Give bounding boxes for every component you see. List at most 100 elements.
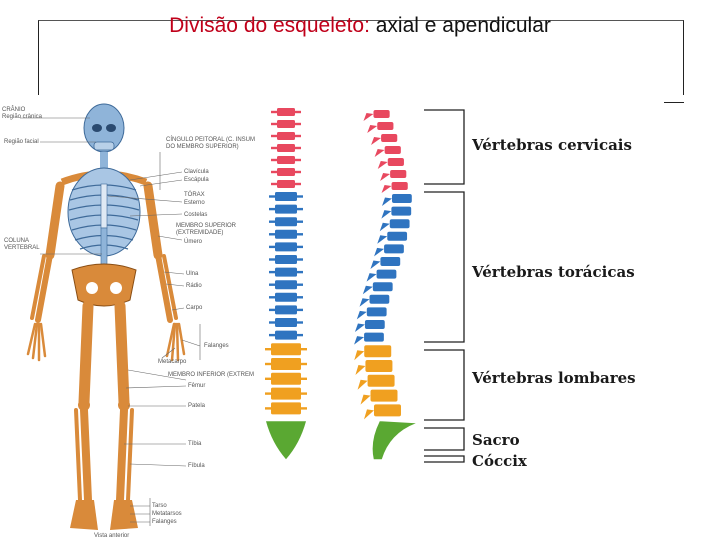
vertebra-side: [373, 110, 390, 118]
vertebra-spinous-process: [377, 161, 388, 169]
vertebra-spinous-process: [359, 298, 370, 307]
vertebra-side: [364, 320, 385, 329]
vertebra-spinous-process: [374, 247, 385, 257]
label-radio: Rádio: [186, 283, 202, 289]
vertebra-process: [269, 220, 303, 223]
vertebra-side: [369, 294, 390, 304]
title-highlight: Divisão do esqueleto:: [169, 14, 370, 37]
vertebra-side: [391, 206, 412, 216]
label-patela: Patela: [188, 403, 206, 409]
vertebra-side: [370, 389, 398, 402]
label-cranio: CRÂNIO: [2, 107, 26, 113]
vertebra-process: [269, 321, 303, 324]
vertebra-side: [365, 360, 393, 372]
vertebra-side: [373, 404, 401, 417]
sacrum-side: [372, 421, 416, 460]
vertebra-spinous-process: [381, 185, 392, 193]
label-carpo: Carpo: [186, 305, 203, 311]
label-vista: Vista anterior: [94, 533, 130, 539]
vertebra-process: [265, 392, 307, 395]
sacrum-front: [266, 421, 306, 460]
label-membro-sup: MEMBRO SUPERIOR: [176, 223, 237, 229]
label-vertebral: VERTEBRAL: [4, 245, 40, 251]
label-tarso: Tarso: [152, 503, 167, 509]
vertebra-side: [366, 307, 387, 317]
frame-corner: [664, 102, 684, 103]
vertebra-spinous-process: [354, 336, 365, 345]
vertebra-process: [269, 308, 303, 312]
spine-side-view: [354, 110, 416, 460]
label-clavicula: Clavícula: [184, 169, 209, 175]
vertebra-process: [269, 333, 303, 337]
vertebra-process: [271, 158, 301, 162]
vertebra-spinous-process: [357, 379, 368, 390]
vertebra-process: [271, 110, 301, 114]
vertebra-spinous-process: [380, 173, 391, 181]
vertebra-spinous-process: [379, 222, 390, 232]
vertebra-side: [381, 134, 398, 142]
vertebra-process: [271, 170, 301, 174]
vertebra-spinous-process: [363, 113, 374, 121]
vertebra-spinous-process: [363, 409, 374, 420]
region-label-toracica: Vértebras torácicas: [472, 263, 635, 281]
vertebra-process: [265, 407, 307, 410]
vertebra-process: [271, 146, 301, 150]
label-cingulo: CÍNGULO PEITORAL (C. INSUM: [166, 137, 256, 143]
label-escapula: Escápula: [184, 177, 209, 183]
vertebra-process: [271, 134, 301, 138]
vertebra-side: [380, 257, 401, 266]
vertebra-side: [384, 244, 404, 254]
label-torax: TÓRAX: [184, 192, 205, 198]
vertebra-process: [269, 283, 303, 286]
vertebra-side: [364, 345, 392, 358]
title-rest: axial e apendicular: [369, 14, 551, 37]
vertebra-process: [265, 362, 307, 366]
spine-front-view: [265, 108, 307, 460]
label-metatarso: Metatarsos: [152, 511, 182, 517]
vertebra-spinous-process: [362, 285, 373, 295]
label-umero: Úmero: [184, 239, 203, 245]
vertebra-process: [269, 296, 303, 299]
label-tibia: Tíbia: [188, 441, 202, 447]
label-falanges: Falanges: [204, 343, 229, 349]
vertebra-process: [269, 233, 303, 236]
vertebra-process: [269, 207, 303, 211]
region-label-coccix: Cóccix: [472, 452, 527, 470]
title-frame: [37, 20, 685, 105]
skeleton-figure: [26, 103, 186, 530]
vertebra-process: [269, 270, 303, 274]
vertebra-process: [269, 258, 303, 261]
vertebra-spinous-process: [370, 260, 381, 269]
vertebra-spinous-process: [377, 235, 388, 244]
vertebra-side: [372, 282, 393, 292]
vertebra-spinous-process: [374, 149, 385, 157]
vertebra-spinous-process: [356, 310, 367, 320]
vertebra-spinous-process: [367, 125, 378, 133]
vertebra-spinous-process: [381, 210, 392, 219]
vertebra-spinous-process: [371, 137, 382, 145]
vertebra-side: [390, 170, 407, 178]
vertebra-spinous-process: [366, 273, 377, 282]
leader-lines: [20, 117, 201, 526]
vertebra-side: [364, 332, 384, 342]
vertebra-spinous-process: [354, 350, 365, 361]
region-label-lombar: Vértebras lombares: [472, 369, 636, 387]
vertebra-side: [376, 269, 397, 279]
region-brackets: [424, 109, 465, 463]
label-face: Região facial: [4, 139, 39, 145]
vertebra-side: [377, 122, 394, 130]
vertebra-side: [391, 194, 412, 203]
region-label-sacro: Sacro: [472, 431, 520, 449]
vertebra-side: [389, 219, 410, 229]
vertebra-process: [269, 195, 303, 198]
vertebra-spinous-process: [354, 323, 365, 332]
vertebra-process: [265, 377, 307, 380]
label-costelas: Costelas: [184, 212, 208, 218]
label-falange-pe: Falanges: [152, 519, 177, 525]
label-fibula: Fíbula: [188, 463, 205, 469]
label-membro-sup-2: (EXTREMIDADE): [176, 230, 224, 236]
vertebra-spinous-process: [355, 365, 366, 375]
vertebra-process: [265, 348, 307, 351]
label-cingulo-2: DO MEMBRO SUPERIOR): [166, 144, 239, 150]
